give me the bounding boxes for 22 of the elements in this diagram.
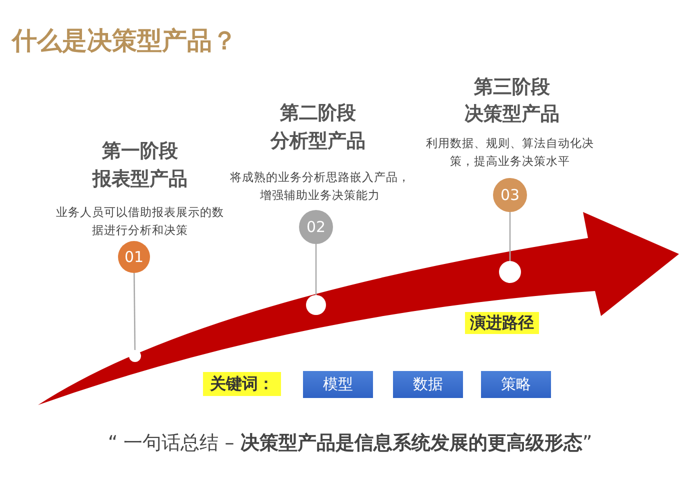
keyword-box: 数据 [393,371,463,398]
path-label: 演进路径 [465,312,539,334]
stage-heading: 决策型产品 [464,102,560,127]
keyword-box: 策略 [481,371,551,398]
stage-heading: 分析型产品 [269,129,366,154]
stage-heading: 第一阶段 [101,139,179,164]
stage-description: 业务人员可以借助报表展示的数据进行分析和决策 [56,204,224,239]
summary-quote: “ 一句话总结 – 决策型产品是信息系统发展的更高级形态” [106,431,594,456]
leader-line [509,212,511,261]
keyword-label: 关键词： [203,372,281,396]
stage-heading: 第二阶段 [279,101,357,126]
title: 什么是决策型产品？ [12,25,237,57]
number-circle: 01 [118,241,150,273]
stage-description: 利用数据、规则、算法自动化决策，提高业务决策水平 [426,135,594,170]
stage-description: 将成熟的业务分析思路嵌入产品，增强辅助业务决策能力 [230,169,410,204]
number-circle: 02 [299,210,333,244]
stage-heading: 第三阶段 [473,75,551,100]
keyword-box: 模型 [303,371,373,398]
leader-line [134,273,136,350]
stage-heading: 报表型产品 [91,167,188,192]
number-circle: 03 [493,178,527,212]
leader-line [315,244,317,295]
